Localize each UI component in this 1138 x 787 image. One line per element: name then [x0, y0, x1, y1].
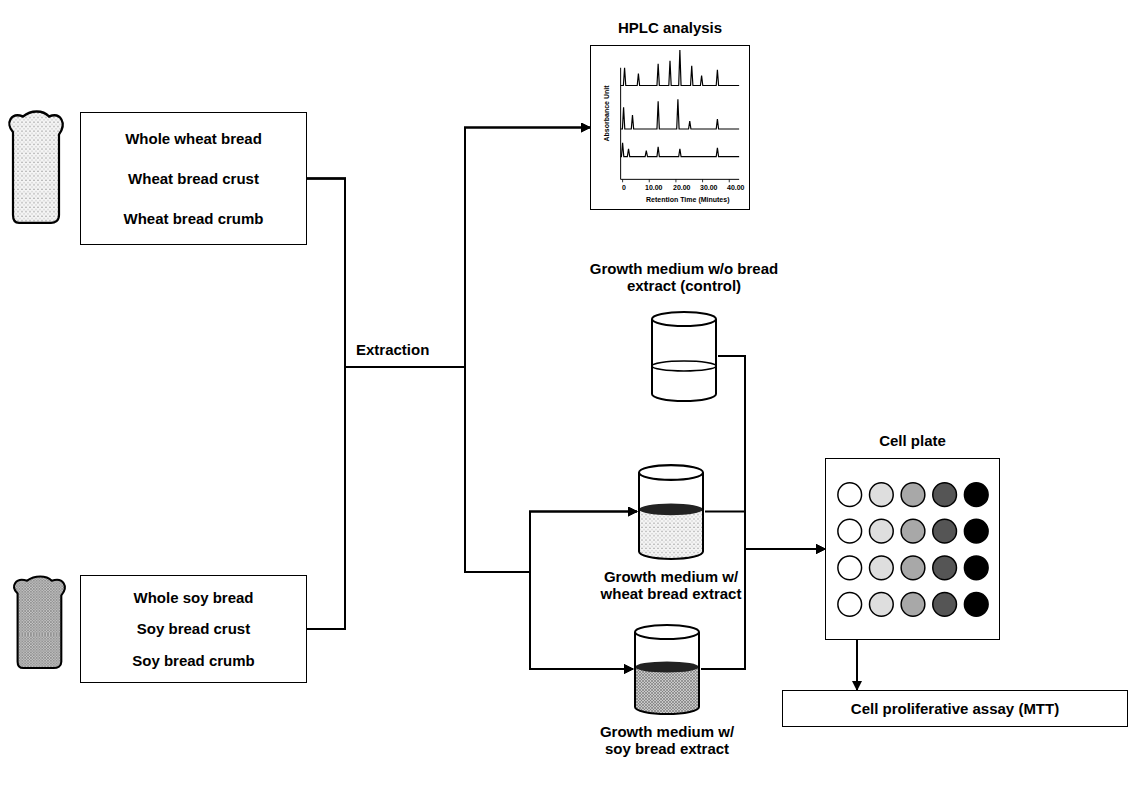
- node-heading: Growth medium w/ wheat bread extract: [591, 568, 751, 602]
- liquid-surface: [635, 662, 699, 673]
- well: [964, 483, 988, 507]
- axis-label: 0: [622, 184, 626, 191]
- well: [869, 592, 893, 616]
- well: [838, 556, 862, 580]
- liquid: [639, 509, 703, 559]
- axis-label: 30.00: [700, 184, 718, 191]
- well-grid: [826, 459, 999, 639]
- liquid: [635, 667, 699, 714]
- node-text: Soy bread crumb: [132, 652, 255, 669]
- trace: [621, 99, 740, 129]
- liquid-level: [652, 361, 716, 371]
- connector: [718, 356, 825, 549]
- node-text: Cell proliferative assay (MTT): [851, 700, 1059, 717]
- axis-label: Absorbance Unit: [603, 85, 610, 141]
- beaker-node: Growth medium w/ soy bread extract: [633, 623, 701, 715]
- node-heading: Growth medium w/o bread extract (control…: [584, 260, 784, 294]
- connector: [307, 367, 633, 669]
- axis-label: Retention Time (Minutes): [646, 196, 729, 203]
- well: [933, 556, 957, 580]
- plate-node: Cell plate: [825, 458, 1000, 640]
- beaker-rim: [635, 625, 699, 639]
- beaker-node: Growth medium w/ wheat bread extract: [637, 463, 705, 560]
- well: [964, 592, 988, 616]
- bread-node: Whole soy breadSoy bread crustSoy bread …: [80, 575, 307, 683]
- soy-bread-icon: [14, 577, 65, 669]
- trace: [621, 50, 740, 86]
- well: [964, 556, 988, 580]
- beaker-outline: [633, 623, 701, 715]
- well: [901, 519, 925, 543]
- node-heading: Growth medium w/ soy bread extract: [592, 723, 742, 757]
- beaker-rim: [652, 312, 716, 326]
- connector: [856, 640, 858, 690]
- edge-label: Extraction: [356, 341, 429, 358]
- axis-label: 20.00: [673, 184, 691, 191]
- node-text: Soy bread crust: [137, 620, 250, 637]
- well: [933, 592, 957, 616]
- bread-node: Whole wheat breadWheat bread crustWheat …: [80, 112, 307, 245]
- well: [869, 556, 893, 580]
- beaker-node: Growth medium w/o bread extract (control…: [650, 310, 718, 402]
- beaker-rim: [639, 465, 703, 480]
- connector: [701, 549, 825, 669]
- connector: [705, 512, 825, 550]
- node-text: Wheat bread crumb: [123, 210, 263, 227]
- well: [838, 592, 862, 616]
- connector: [307, 367, 637, 629]
- wheat-bread-icon: [9, 111, 62, 222]
- node-text: Whole wheat bread: [125, 130, 262, 147]
- chromatogram: [591, 46, 749, 209]
- connector: [307, 179, 637, 573]
- connector: [307, 128, 590, 368]
- beaker-outline: [650, 310, 718, 402]
- axis-label: 40.00: [727, 184, 745, 191]
- node-heading: Cell plate: [853, 432, 973, 449]
- well: [901, 483, 925, 507]
- trace: [621, 143, 740, 157]
- node-text: Whole soy bread: [133, 589, 253, 606]
- well: [933, 519, 957, 543]
- node-text: Wheat bread crust: [128, 170, 259, 187]
- well: [869, 519, 893, 543]
- connector: [307, 128, 590, 630]
- beaker-outline: [637, 463, 705, 560]
- well: [901, 592, 925, 616]
- connector: [307, 179, 633, 670]
- well: [869, 483, 893, 507]
- well: [838, 519, 862, 543]
- well: [933, 483, 957, 507]
- node-heading: HPLC analysis: [585, 19, 755, 36]
- mtt-node: Cell proliferative assay (MTT): [782, 690, 1128, 727]
- well: [964, 519, 988, 543]
- hplc-node: HPLC analysis: [590, 45, 750, 210]
- well: [838, 483, 862, 507]
- liquid-surface: [639, 504, 703, 516]
- well: [901, 556, 925, 580]
- axis-label: 10.00: [645, 184, 663, 191]
